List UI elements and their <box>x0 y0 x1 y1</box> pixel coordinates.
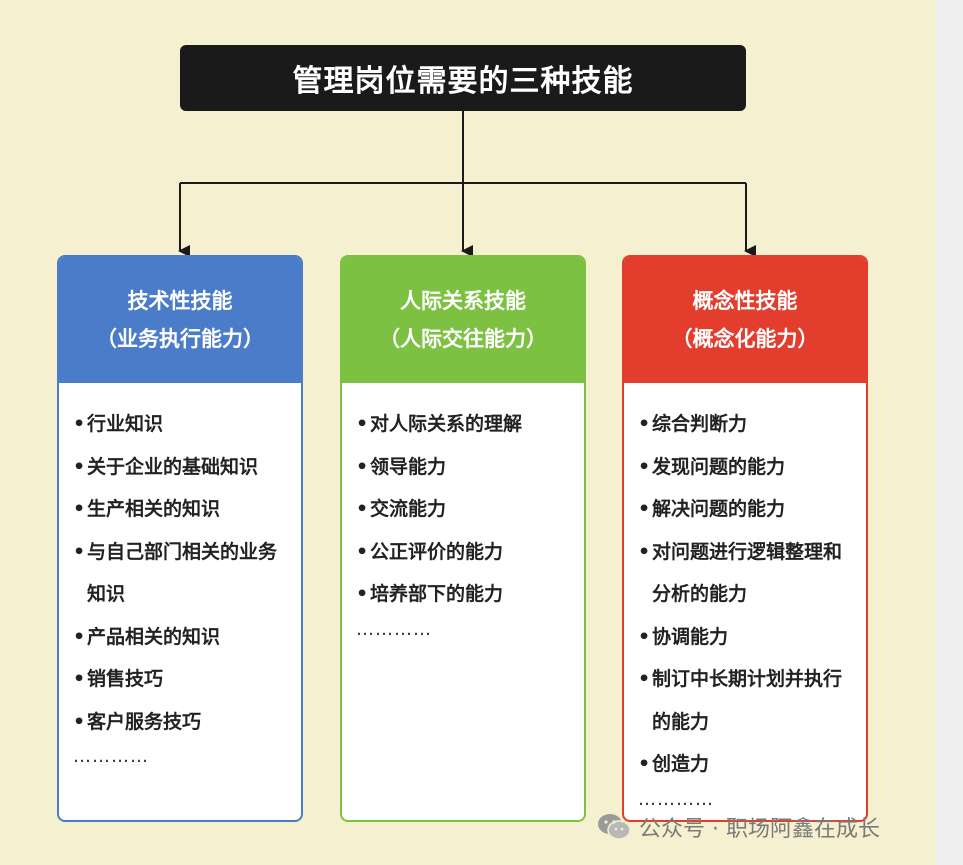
card-conceptual-skills: 概念性技能 （概念化能力） •综合判断力 •发现问题的能力 •解决问题的能力 •… <box>622 255 868 822</box>
card-interpersonal-skills: 人际关系技能 （人际交往能力） •对人际关系的理解 •领导能力 •交流能力 •公… <box>340 255 586 822</box>
list-item: •协调能力 <box>638 625 729 648</box>
more-ellipsis: ………… <box>73 746 149 767</box>
skill-list: •行业知识 •关于企业的基础知识 •生产相关的知识 •与自己部门相关的业务知识 … <box>59 383 301 743</box>
card-heading: 技术性技能 <box>127 289 233 313</box>
card-subheading: （人际交往能力） <box>379 327 547 351</box>
wechat-icon <box>598 814 631 840</box>
list-item: •行业知识 <box>73 413 164 435</box>
card-header: 人际关系技能 （人际交往能力） <box>342 257 584 383</box>
skill-list: •对人际关系的理解 •领导能力 •交流能力 •公正评价的能力 •培养部下的能力 <box>342 383 584 616</box>
card-technical-skills: 技术性技能 （业务执行能力） •行业知识 •关于企业的基础知识 •生产相关的知识… <box>57 255 303 822</box>
background-app-edge <box>936 0 963 865</box>
card-header: 技术性技能 （业务执行能力） <box>59 257 301 383</box>
list-item: •产品相关的知识 <box>73 625 221 648</box>
card-subheading: （概念化能力） <box>671 327 819 351</box>
list-item: •制订中长期计划并执行的能力 <box>638 668 843 733</box>
list-item: •综合判断力 <box>638 413 748 435</box>
list-item: •生产相关的知识 <box>73 498 221 520</box>
card-subheading: （业务执行能力） <box>96 327 264 351</box>
list-item: •创造力 <box>638 753 710 775</box>
skill-list: •综合判断力 •发现问题的能力 •解决问题的能力 •对问题进行逻辑整理和分析的能… <box>624 383 866 786</box>
list-item: •客户服务技巧 <box>73 710 202 733</box>
diagram-title: 管理岗位需要的三种技能 <box>180 45 746 111</box>
card-header: 概念性技能 （概念化能力） <box>624 257 866 383</box>
list-item: •发现问题的能力 <box>638 455 786 478</box>
card-heading: 概念性技能 <box>692 289 798 313</box>
list-item: •交流能力 <box>356 498 447 520</box>
list-item: •对人际关系的理解 <box>356 413 523 435</box>
watermark: 公众号 · 职场阿鑫在成长 <box>597 808 880 846</box>
card-heading: 人际关系技能 <box>400 289 526 313</box>
list-item: •销售技巧 <box>73 668 164 690</box>
more-ellipsis: ………… <box>356 618 432 640</box>
list-item: •培养部下的能力 <box>356 583 504 605</box>
list-item: •领导能力 <box>356 455 447 478</box>
list-item: •解决问题的能力 <box>638 498 786 520</box>
list-item: •关于企业的基础知识 <box>73 455 259 478</box>
list-item: •公正评价的能力 <box>356 540 504 563</box>
watermark-text: 公众号 · 职场阿鑫在成长 <box>639 817 880 842</box>
more-ellipsis: ………… <box>638 788 714 810</box>
list-item: •与自己部门相关的业务知识 <box>73 540 278 606</box>
list-item: •对问题进行逻辑整理和分析的能力 <box>638 540 843 606</box>
